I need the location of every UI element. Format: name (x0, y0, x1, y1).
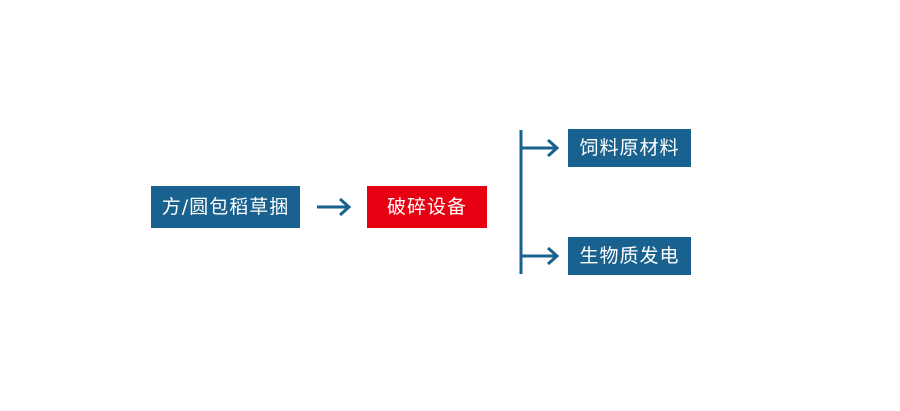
output-box-label: 生物质发电 (579, 244, 680, 267)
output-box-label: 饲料原材料 (579, 136, 680, 159)
process-box: 破碎设备 (367, 186, 487, 228)
output-box-biomass-power: 生物质发电 (568, 237, 691, 275)
source-box: 方/圆包稻草捆 (151, 186, 300, 228)
right-arrow-icon (317, 197, 352, 217)
output-box-feed-material: 饲料原材料 (568, 129, 691, 167)
right-arrow-icon (521, 138, 560, 158)
right-arrow-icon (521, 246, 560, 266)
process-box-label: 破碎设备 (386, 195, 467, 218)
source-box-label: 方/圆包稻草捆 (161, 195, 290, 218)
